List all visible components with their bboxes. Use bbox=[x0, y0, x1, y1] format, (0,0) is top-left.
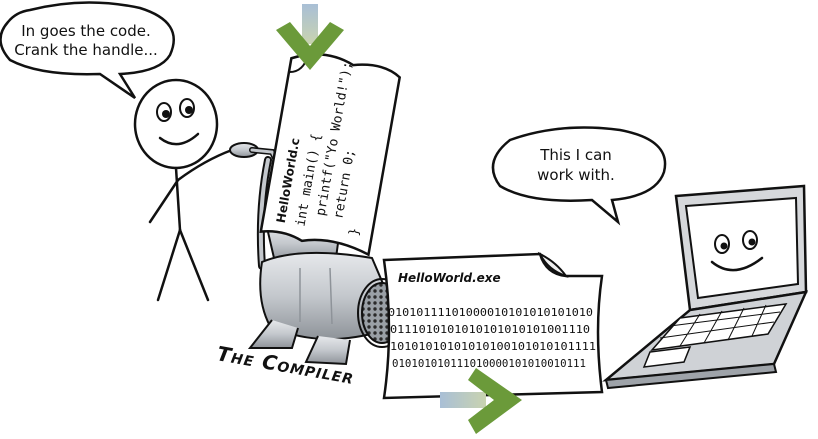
source-code-line-4: } bbox=[347, 227, 363, 237]
binary-line-1: 01010111101000010101010101010 bbox=[388, 306, 593, 319]
laptop-trackpad bbox=[642, 346, 692, 368]
binary-line-2: 0111010101010101010101001110 bbox=[390, 323, 590, 336]
speech-bubble-left: In goes the code. Crank the handle... bbox=[0, 1, 175, 100]
output-arrow-stem bbox=[440, 392, 486, 408]
stick-figure-head bbox=[133, 78, 219, 170]
output-arrow-head bbox=[468, 368, 522, 434]
speech-bubble-right: This I can work with. bbox=[491, 126, 667, 226]
source-code-paper: HelloWorld.c int main() { printf("Yo Wor… bbox=[259, 53, 402, 257]
output-arrow bbox=[440, 368, 522, 434]
input-arrow-head bbox=[276, 22, 344, 70]
laptop bbox=[602, 184, 809, 390]
output-binary-paper: HelloWorld.exe 0101011110100001010101010… bbox=[382, 251, 604, 400]
binary-line-3: 10101010101010100101010101111 bbox=[390, 340, 596, 353]
input-arrow-stem bbox=[302, 4, 318, 44]
bubble-right-line-2: work with. bbox=[537, 166, 615, 184]
laptop-screen bbox=[684, 196, 800, 300]
output-filename: HelloWorld.exe bbox=[398, 271, 501, 285]
bubble-left-line-1: In goes the code. bbox=[21, 22, 151, 40]
bubble-left-line-2: Crank the handle... bbox=[14, 41, 158, 59]
binary-line-4: 010101010111010000101010010111 bbox=[392, 357, 586, 370]
input-arrow bbox=[276, 4, 344, 70]
stick-figure bbox=[133, 78, 234, 302]
bubble-right-line-1: This I can bbox=[539, 146, 612, 164]
